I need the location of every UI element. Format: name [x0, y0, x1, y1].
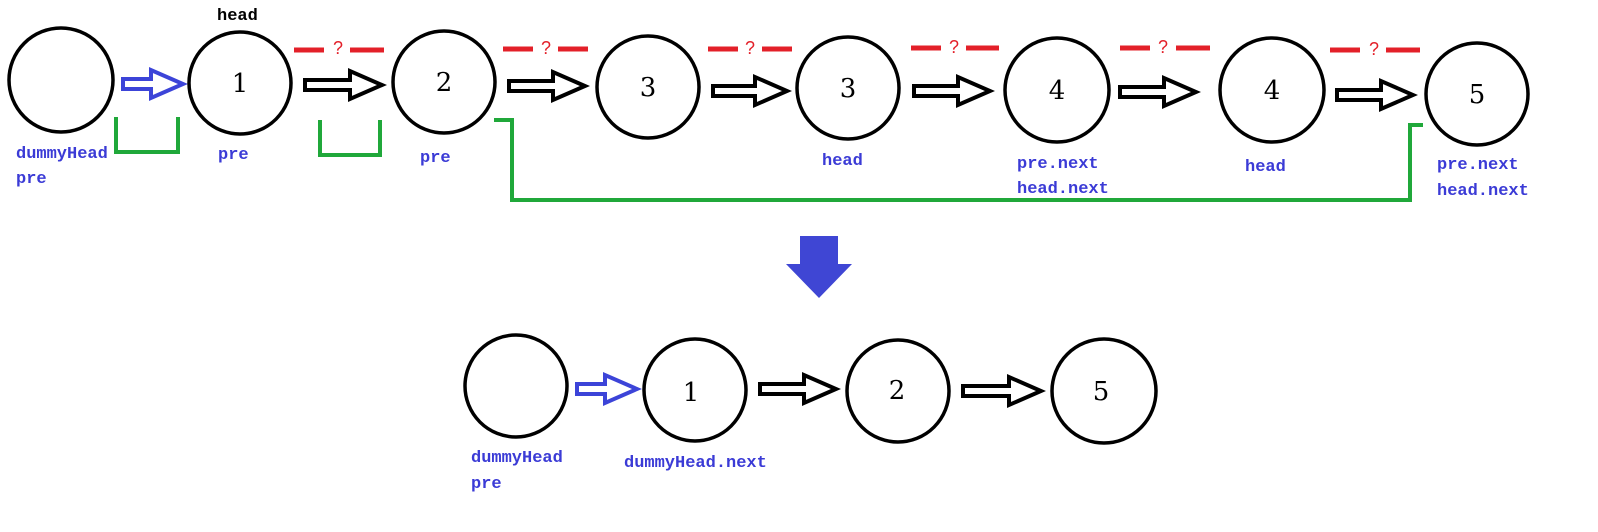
arrow-dummy-to-1 [121, 66, 188, 102]
arrow-bottom-2-to-5 [961, 373, 1046, 409]
label-node2-line1: pre [420, 149, 451, 168]
node-value: 4 [1264, 76, 1281, 106]
label-node5-line1: pre.next [1437, 156, 1519, 175]
question-mark: ? [1158, 37, 1168, 57]
node-2-top: 2 [391, 29, 497, 135]
label-node4a-line2: head.next [1017, 180, 1109, 199]
label-bottom-node1-line1: dummyHead.next [624, 454, 767, 473]
arrow-1-to-2 [303, 67, 387, 103]
node-value: 3 [640, 73, 657, 103]
node-circle [595, 34, 701, 140]
label-node1-line1: pre [218, 146, 249, 165]
label-bottom-dummy-line1: dummyHead [471, 449, 563, 468]
arrow-4a-to-4b [1118, 74, 1201, 110]
green-bracket-dummy-to-1 [114, 117, 180, 154]
label-node4b-line1: head [1245, 158, 1286, 177]
node-1-top: 1 [187, 30, 293, 136]
arrow-2-to-3a [507, 68, 590, 104]
node-3b-top: 3 [795, 35, 901, 141]
node-circle [845, 338, 951, 444]
node-circle [1003, 36, 1111, 144]
bottom-arrows [575, 371, 1046, 409]
node-2-bottom: 2 [845, 338, 951, 444]
node-circle [463, 333, 569, 439]
node-circle [7, 26, 115, 134]
node-5-bottom: 5 [1050, 337, 1158, 445]
question-mark: ? [949, 37, 959, 57]
question-mark: ? [333, 38, 343, 58]
transform-down-arrow [786, 236, 852, 298]
node-value: 5 [1469, 80, 1486, 110]
node-circle [1050, 337, 1158, 445]
node-circle [642, 337, 748, 443]
label-dummy-line1: dummyHead [16, 145, 108, 164]
green-bracket-2-to-5 [494, 118, 1423, 202]
arrow-3b-to-4a [912, 73, 995, 109]
node-circle [1424, 41, 1530, 147]
head-label-top: head [217, 7, 258, 26]
node-circle [187, 30, 293, 136]
node-value: 5 [1093, 377, 1110, 407]
node-value: 2 [436, 68, 453, 98]
node-4b-top: 4 [1218, 36, 1326, 144]
top-arrows [121, 66, 1418, 113]
arrow-4b-to-5 [1335, 77, 1418, 113]
dashed-red-links [294, 45, 1420, 53]
label-node3b-line1: head [822, 152, 863, 171]
arrow-bottom-1-to-2 [758, 371, 841, 407]
node-5-top: 5 [1424, 41, 1530, 147]
label-node4a-line1: pre.next [1017, 155, 1099, 174]
node-value: 1 [232, 69, 249, 99]
node-value: 4 [1049, 76, 1066, 106]
node-value: 1 [683, 378, 700, 408]
question-mark: ? [745, 38, 755, 58]
node-4a-top: 4 [1003, 36, 1111, 144]
node-value: 2 [889, 376, 906, 406]
arrow-bottom-dummy-to-1 [575, 371, 642, 407]
label-dummy-line2: pre [16, 170, 47, 189]
label-bottom-dummy-line2: pre [471, 475, 502, 494]
node-circle [1218, 36, 1326, 144]
question-marks: ?????? [333, 37, 1379, 59]
node-dummy-top [7, 26, 115, 134]
node-value: 3 [840, 74, 857, 104]
node-circle [391, 29, 497, 135]
green-bracket-1-to-2 [318, 120, 382, 157]
arrow-3a-to-3b [711, 73, 792, 109]
node-circle [795, 35, 901, 141]
node-1-bottom: 1 [642, 337, 748, 443]
question-mark: ? [1369, 39, 1379, 59]
label-node5-line2: head.next [1437, 182, 1529, 201]
node-dummy-bottom [463, 333, 569, 439]
question-mark: ? [541, 38, 551, 58]
node-3a-top: 3 [595, 34, 701, 140]
